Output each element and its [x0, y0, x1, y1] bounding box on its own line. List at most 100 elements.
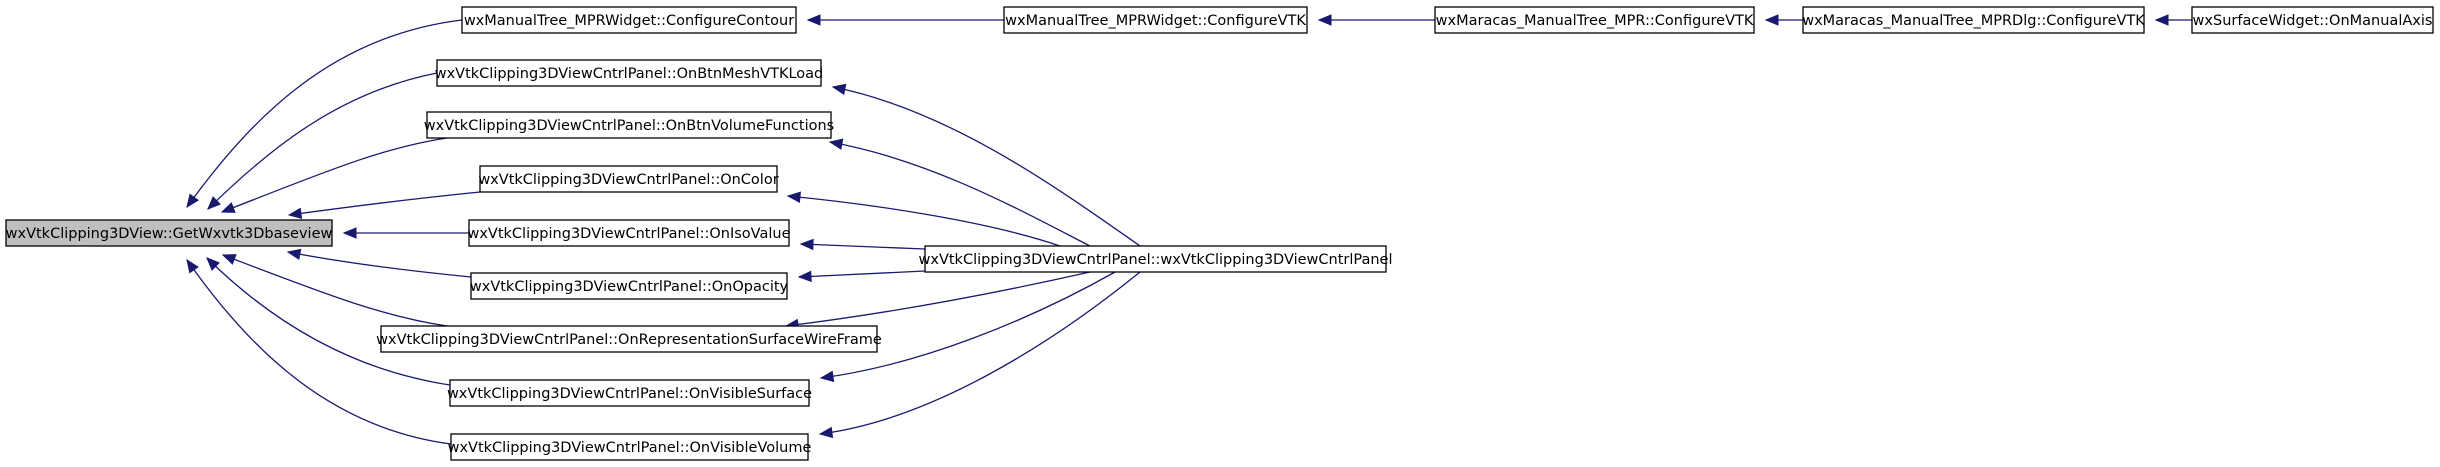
node-vsurf[interactable]: wxVtkClipping3DViewCntrlPanel::OnVisible… [447, 379, 812, 407]
node-label: wxVtkClipping3DView::GetWxvtk3Dbaseview [6, 226, 333, 242]
node-mesh[interactable]: wxVtkClipping3DViewCntrlPanel::OnBtnMesh… [435, 59, 824, 87]
edges-layer [186, 14, 2192, 445]
node-box [479, 165, 778, 193]
edge-mpr-to-cvtk [1317, 14, 1435, 26]
edge-wire-to-root [221, 254, 448, 327]
node-box [470, 272, 788, 300]
arrowhead-icon [286, 248, 302, 261]
arrowhead-icon [1317, 14, 1332, 26]
arrowhead-icon [831, 83, 847, 96]
edge-ctor-to-vvol [818, 271, 1141, 439]
node-label: wxVtkClipping3DViewCntrlPanel::OnIsoValu… [467, 226, 790, 242]
arrowhead-icon [818, 426, 834, 439]
arrowhead-icon [206, 257, 220, 271]
node-iso[interactable]: wxVtkClipping3DViewCntrlPanel::OnIsoValu… [467, 219, 791, 247]
edge-line [798, 270, 926, 278]
node-label: wxVtkClipping3DViewCntrlPanel::OnOpacity [470, 279, 789, 295]
arrowhead-icon [221, 254, 237, 265]
node-box [2191, 6, 2434, 34]
edge-line [785, 271, 1091, 327]
node-box [426, 111, 832, 139]
arrowhead-icon [799, 238, 814, 251]
node-label: wxVtkClipping3DViewCntrlPanel::OnColor [478, 172, 778, 188]
arrowhead-icon [207, 196, 221, 210]
edge-line [800, 243, 926, 250]
node-color[interactable]: wxVtkClipping3DViewCntrlPanel::OnColor [478, 165, 779, 193]
edge-opac-to-root [286, 248, 472, 278]
node-label: wxManualTree_MPRWidget::ConfigureVTK [1005, 13, 1306, 29]
edge-ctor-to-iso [799, 238, 926, 251]
node-axis[interactable]: wxSurfaceWidget::OnManualAxis [2191, 6, 2434, 34]
edge-line [787, 195, 1061, 247]
node-label: wxMaracas_ManualTree_MPRDlg::ConfigureVT… [1802, 13, 2145, 29]
edge-vsurf-to-root [206, 257, 451, 386]
edge-line [832, 86, 1141, 247]
node-root[interactable]: wxVtkClipping3DView::GetWxvtk3Dbaseview [5, 219, 333, 247]
node-box [436, 59, 822, 87]
arrowhead-icon [2154, 14, 2169, 26]
edge-line [287, 251, 472, 278]
node-vol[interactable]: wxVtkClipping3DViewCntrlPanel::OnBtnVolu… [424, 111, 834, 139]
node-label: wxVtkClipping3DViewCntrlPanel::OnVisible… [447, 386, 812, 402]
node-box [468, 219, 790, 247]
edge-line [221, 137, 448, 213]
arrowhead-icon [220, 202, 236, 213]
edge-iso-to-root [342, 227, 469, 239]
node-box [924, 245, 1387, 273]
edge-line [186, 19, 463, 208]
arrowhead-icon [786, 191, 802, 203]
node-wire[interactable]: wxVtkClipping3DViewCntrlPanel::OnReprese… [376, 325, 882, 353]
node-label: wxVtkClipping3DViewCntrlPanel::OnBtnVolu… [424, 118, 834, 134]
node-label: wxMaracas_ManualTree_MPR::ConfigureVTK [1436, 13, 1754, 29]
arrowhead-icon [342, 227, 357, 239]
edge-color-to-root [287, 191, 481, 219]
edge-cvtk-to-cc [806, 14, 1004, 26]
arrowhead-icon [806, 14, 821, 26]
edge-line [222, 254, 448, 327]
arrowhead-icon [186, 258, 199, 274]
node-cc[interactable]: wxManualTree_MPRWidget::ConfigureContour [461, 6, 797, 34]
edge-ctor-to-color [786, 191, 1061, 247]
node-label: wxVtkClipping3DViewCntrlPanel::wxVtkClip… [919, 252, 1393, 268]
arrowhead-icon [186, 193, 199, 209]
edge-line [207, 72, 438, 210]
edge-line [820, 271, 1116, 379]
node-box [461, 6, 797, 34]
node-box [449, 379, 810, 407]
node-dlg[interactable]: wxMaracas_ManualTree_MPRDlg::ConfigureVT… [1802, 6, 2145, 34]
node-box [1003, 6, 1308, 34]
node-opac[interactable]: wxVtkClipping3DViewCntrlPanel::OnOpacity [470, 272, 789, 300]
edge-ctor-to-mesh [831, 83, 1141, 247]
node-mpr[interactable]: wxMaracas_ManualTree_MPR::ConfigureVTK [1434, 6, 1755, 34]
edge-vvol-to-root [186, 258, 452, 445]
edge-line [829, 141, 1091, 247]
node-label: wxVtkClipping3DViewCntrlPanel::OnVisible… [448, 440, 812, 456]
nodes-layer: wxVtkClipping3DView::GetWxvtk3Dbasevieww… [5, 6, 2434, 461]
edge-ctor-to-vsurf [819, 271, 1116, 383]
edge-line [186, 259, 452, 445]
edge-line [819, 271, 1141, 435]
arrowhead-icon [819, 370, 835, 383]
node-label: wxManualTree_MPRWidget::ConfigureContour [464, 13, 794, 29]
edge-ctor-to-vol [828, 138, 1091, 247]
arrowhead-icon [797, 270, 812, 283]
arrowhead-icon [287, 207, 303, 219]
arrowhead-icon [1764, 14, 1779, 26]
node-ctor[interactable]: wxVtkClipping3DViewCntrlPanel::wxVtkClip… [919, 245, 1393, 273]
node-label: wxVtkClipping3DViewCntrlPanel::OnReprese… [376, 332, 882, 348]
node-cvtk[interactable]: wxManualTree_MPRWidget::ConfigureVTK [1003, 6, 1308, 34]
edge-dlg-to-mpr [1764, 14, 1803, 26]
edge-ctor-to-wire [784, 271, 1091, 331]
edge-line [288, 191, 481, 216]
edge-ctor-to-opac [797, 270, 926, 283]
node-box [450, 433, 809, 461]
node-box [1434, 6, 1755, 34]
edge-axis-to-dlg [2154, 14, 2192, 26]
node-box [380, 325, 878, 353]
node-label: wxSurfaceWidget::OnManualAxis [2193, 13, 2433, 29]
edge-cc-to-root [186, 19, 463, 209]
node-vvol[interactable]: wxVtkClipping3DViewCntrlPanel::OnVisible… [448, 433, 812, 461]
arrowhead-icon [828, 138, 844, 150]
edge-vol-to-root [220, 137, 448, 213]
